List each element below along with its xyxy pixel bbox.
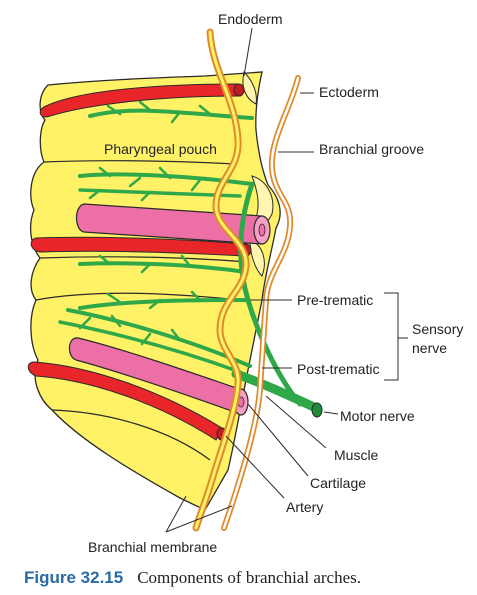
label-branchial-membrane: Branchial membrane (88, 539, 218, 555)
label-branchial-groove: Branchial groove (319, 141, 425, 157)
label-pre-trematic: Pre-trematic (297, 292, 374, 308)
nerve-group (58, 100, 321, 413)
cleft-piece-lower (249, 239, 265, 277)
leader-endoderm (243, 27, 253, 77)
artery-lower (27, 361, 223, 441)
label-sensory-nerve-line2: nerve (412, 340, 448, 356)
label-post-trematic: Post-trematic (297, 361, 380, 377)
nerve-third (78, 261, 248, 274)
label-cartilage: Cartilage (310, 475, 367, 491)
nerve-top-branch (106, 100, 212, 124)
label-pharyngeal-pouch: Pharyngeal pouch (104, 141, 217, 157)
cleft-piece-upper (242, 71, 257, 105)
nerve-pre-branch (106, 290, 202, 310)
nerve-top (88, 108, 254, 120)
artery-middle (30, 236, 247, 257)
arch-fold-4 (51, 409, 211, 461)
label-artery: Artery (286, 499, 324, 515)
label-motor-nerve: Motor nerve (340, 408, 415, 424)
leader-cartilage (247, 403, 309, 477)
label-ectoderm: Ectoderm (319, 84, 379, 100)
leader-motor-nerve (323, 411, 339, 415)
label-endoderm: Endoderm (218, 11, 283, 27)
leader-lines (165, 27, 408, 533)
nerve-motor (231, 369, 321, 413)
leader-membrane-right (165, 505, 233, 533)
arch-fold-2 (39, 256, 249, 263)
nerve-second-branch (88, 166, 202, 202)
figure-number: Figure 32.15 (24, 568, 124, 587)
arch-body (29, 71, 281, 511)
ectoderm-core (222, 76, 300, 530)
label-sensory-nerve-line1: Sensory (412, 321, 464, 337)
nerve-post-branch (78, 314, 182, 346)
bracket-sensory-nerve (384, 292, 399, 381)
leader-membrane-left (165, 495, 187, 533)
label-muscle: Muscle (334, 447, 379, 463)
cartilage-rod-upper-hole (258, 223, 266, 237)
leader-muscle (265, 395, 327, 449)
nerve-second (78, 172, 254, 186)
nerve-third-branch (98, 254, 192, 274)
cartilage-rod-lower (68, 337, 243, 415)
branchial-arch-diagram (27, 27, 408, 533)
motor-nerve-end (311, 402, 323, 418)
arch-fold-3 (35, 292, 241, 301)
artery-upper-end (233, 83, 245, 97)
arch-fold-1 (43, 160, 237, 165)
figure-caption-text: Components of branchial arches. (137, 568, 361, 587)
figure-caption: Figure 32.15 Components of branchial arch… (24, 568, 361, 588)
leader-artery (225, 435, 285, 499)
artery-upper (39, 83, 241, 118)
endoderm-core (194, 30, 248, 530)
